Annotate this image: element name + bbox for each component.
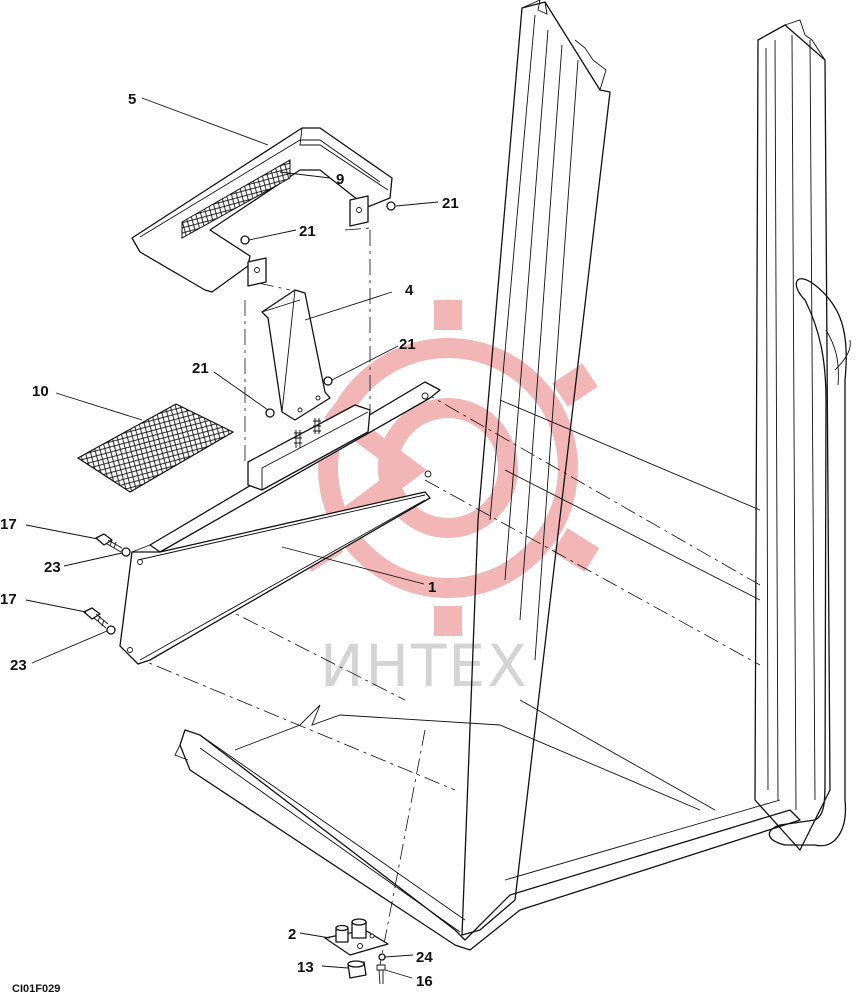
callout-24: 24 [416,949,433,966]
callout-4: 4 [405,282,414,299]
drawing-code: CI01F029 [12,983,60,995]
cab-frame [174,0,851,951]
bracket-panel-part-1 [119,381,441,665]
studs [294,418,321,448]
mesh-insert-part-9 [181,159,291,239]
callout-2: 2 [288,926,296,943]
callout-13: 13 [297,959,314,976]
bolt-icon [95,533,113,546]
alignment-lines [129,227,761,966]
callout-17: 17 [0,591,17,608]
callout-21: 21 [442,195,459,212]
base-fitting-assembly [324,918,389,985]
nut-icon [386,201,396,211]
watermark-text: ИНТЕХ [320,632,529,700]
washer-part-24 [378,953,386,961]
callout-9: 9 [336,171,344,188]
nut-icon [240,235,250,245]
callout-16: 16 [416,973,433,990]
nut-icon [265,408,275,418]
callout-10: 10 [32,383,49,400]
callout-21: 21 [192,360,209,377]
support-bracket-part-4 [261,289,331,421]
callout-5: 5 [128,91,136,108]
watermark: ИНТЕХ [296,300,600,700]
callout-23: 23 [10,657,27,674]
bolt-icon [83,607,101,620]
washer-icon [121,547,131,557]
nut-icon [323,376,333,386]
screw-part-16 [376,964,386,985]
tray-cover-part-5 [131,127,393,293]
washer-icon [106,625,116,635]
callout-17: 17 [0,516,17,533]
leader-lines [25,97,439,979]
callout-21: 21 [399,336,416,353]
callout-1: 1 [428,579,436,596]
callout-23: 23 [44,559,61,576]
callout-21: 21 [299,223,316,240]
callouts: 5 9 21 21 4 21 21 10 17 23 17 23 1 2 24 … [0,91,459,990]
fasteners [83,201,396,635]
floor-mat-part-10 [76,403,235,493]
